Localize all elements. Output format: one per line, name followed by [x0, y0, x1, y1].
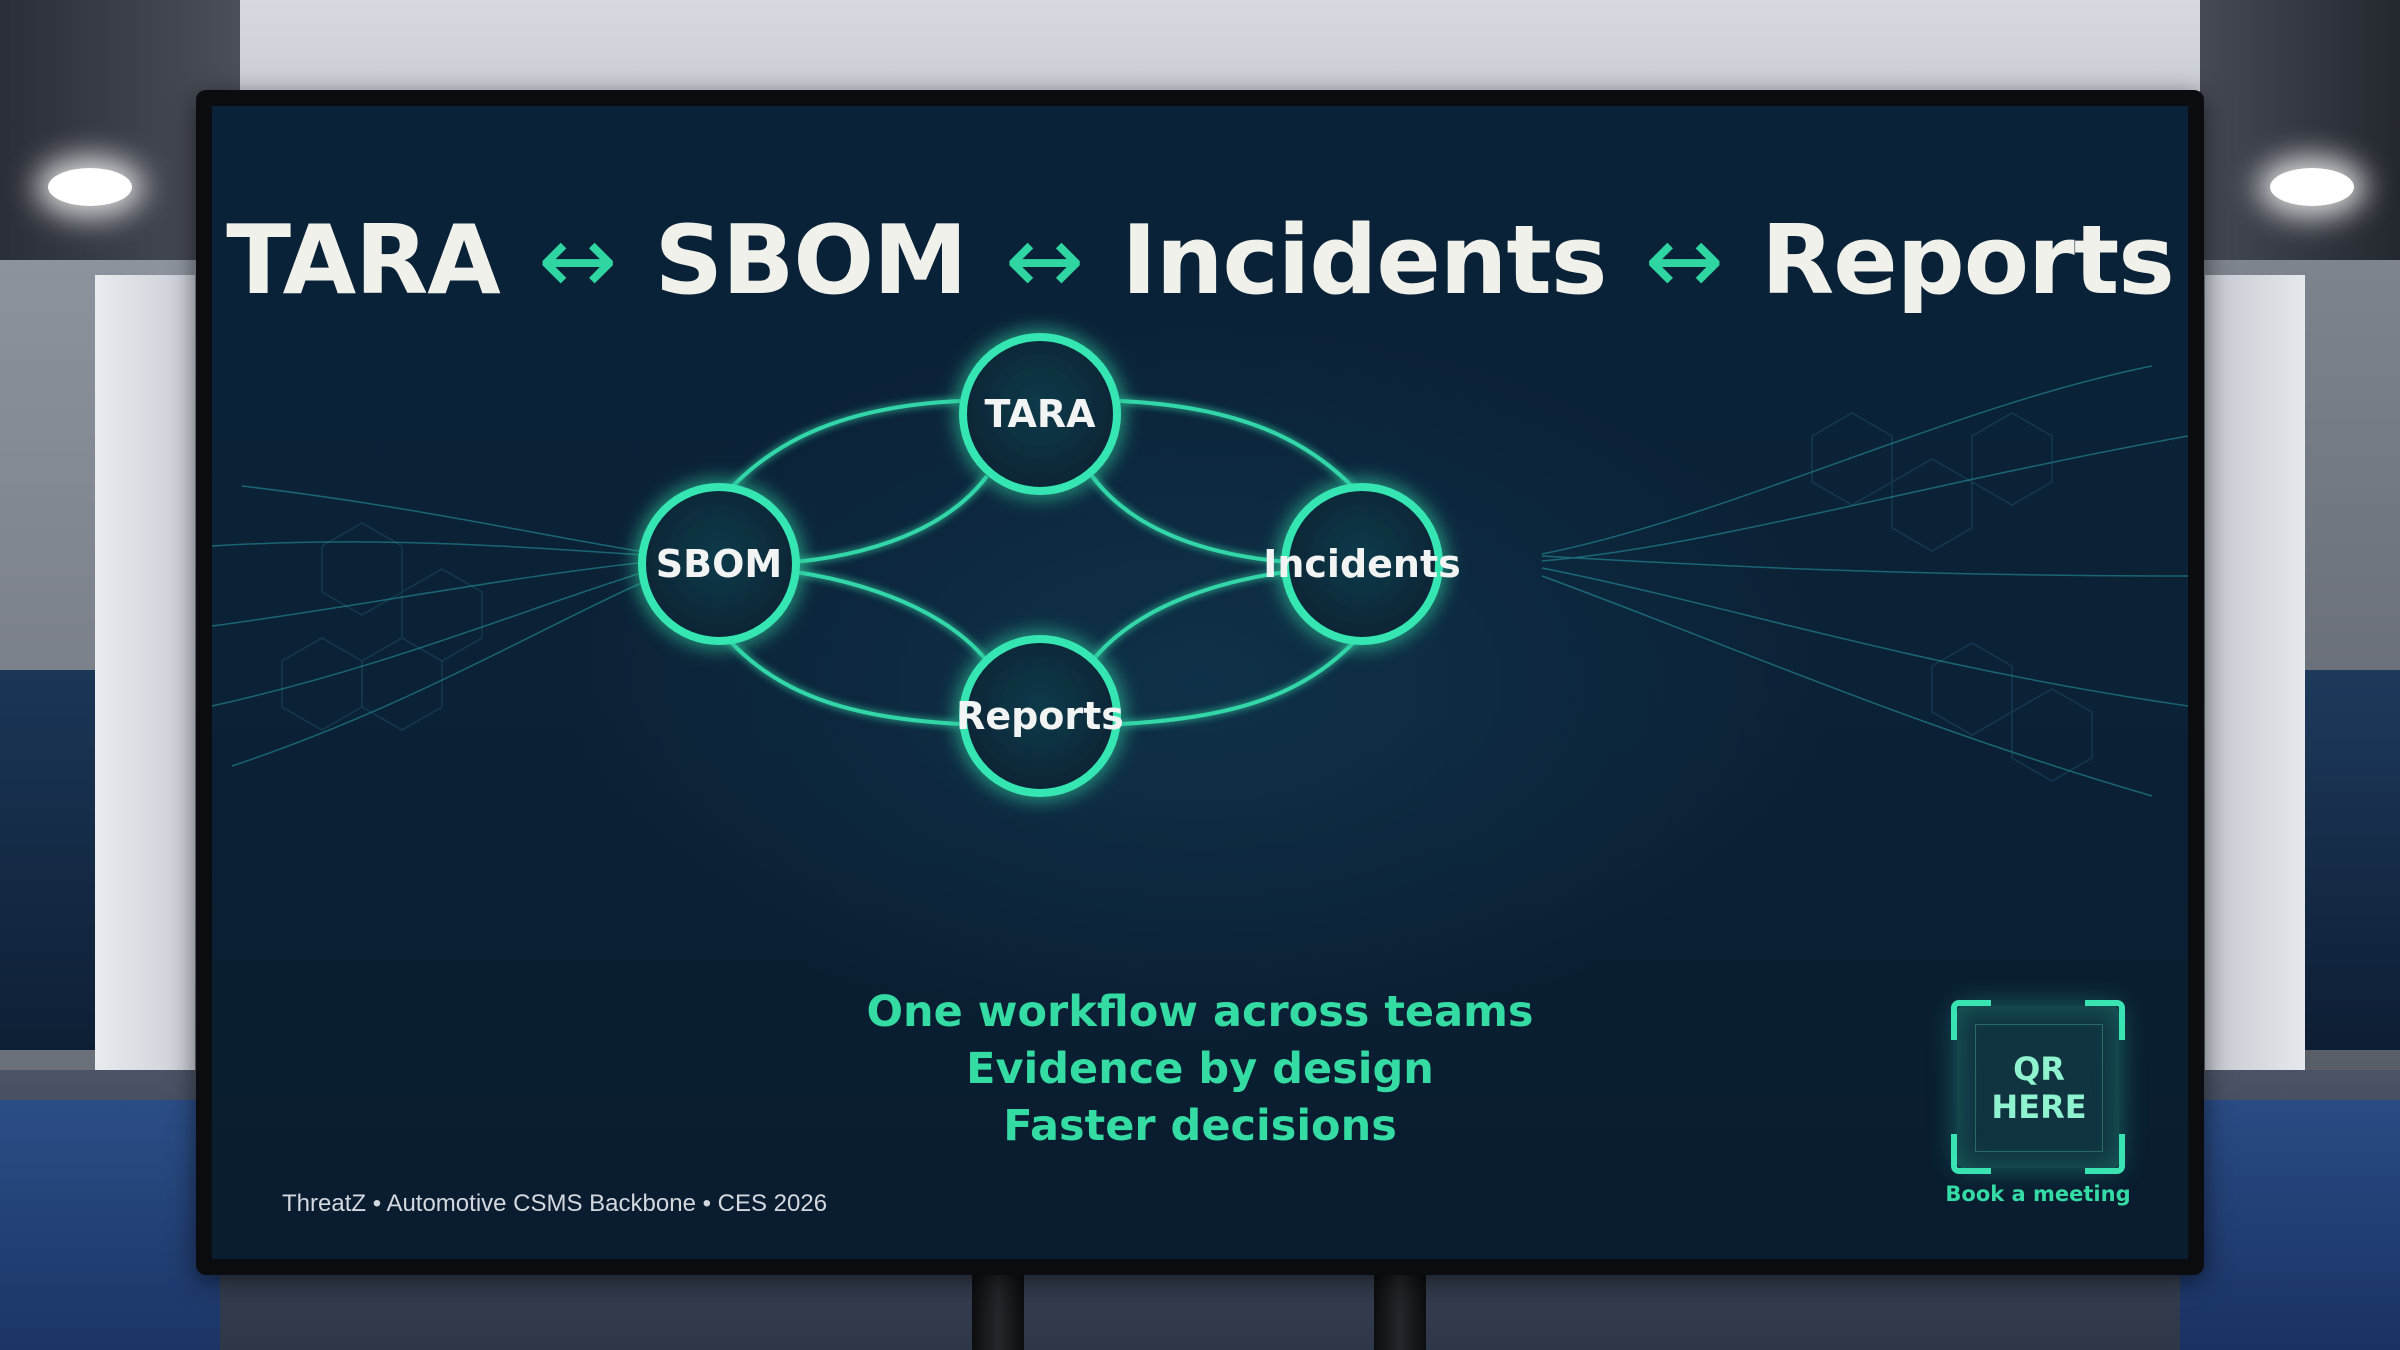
- qr-frame-corner: [1951, 1134, 1991, 1174]
- taglines: One workflow across teams Evidence by de…: [212, 984, 2188, 1155]
- monitor-stand-leg: [972, 1270, 1024, 1350]
- qr-code-placeholder[interactable]: QR HERE: [1951, 1000, 2125, 1174]
- node-reports-label: Reports: [956, 694, 1124, 738]
- bidirectional-arrow-icon: ↔: [1004, 206, 1085, 316]
- bidirectional-arrow-icon: ↔: [537, 206, 618, 316]
- display-monitor: TARA ↔ SBOM ↔ Incidents ↔ Reports TARA S…: [196, 90, 2204, 1275]
- node-incidents-circle: [1281, 483, 1443, 645]
- book-meeting-caption: Book a meeting: [1945, 1182, 2131, 1206]
- data-stream-right: [1541, 365, 2188, 797]
- qr-frame-corner: [2085, 1134, 2125, 1174]
- node-circles: [638, 333, 1443, 797]
- node-sbom-label: SBOM: [655, 542, 783, 586]
- qr-inner: QR HERE: [1975, 1024, 2103, 1152]
- node-sbom-circle: [638, 483, 800, 645]
- node-tara-circle: [959, 333, 1121, 495]
- bidirectional-arrow-icon: ↔: [1644, 206, 1724, 316]
- headline-term-incidents: Incidents: [1121, 206, 1607, 316]
- node-reports-circle: [959, 635, 1121, 797]
- qr-text-line2: HERE: [1991, 1088, 2087, 1126]
- slide-screen: TARA ↔ SBOM ↔ Incidents ↔ Reports TARA S…: [212, 106, 2188, 1259]
- footer-credit: ThreatZ • Automotive CSMS Backbone • CES…: [282, 1190, 828, 1217]
- ceiling-shadow: [2200, 0, 2400, 280]
- network-diagram: [212, 333, 2188, 797]
- headline-term-reports: Reports: [1761, 206, 2175, 316]
- qr-frame-corner: [2085, 1000, 2125, 1040]
- headline-term-sbom: SBOM: [654, 206, 968, 316]
- monitor-stand-leg: [1374, 1270, 1426, 1350]
- ceiling-light: [2270, 168, 2354, 206]
- booth-side-screen: [0, 670, 95, 1050]
- headline: TARA ↔ SBOM ↔ Incidents ↔ Reports: [212, 206, 2188, 316]
- node-incidents-label: Incidents: [1263, 542, 1461, 586]
- ceiling-light: [48, 168, 132, 206]
- tagline: Evidence by design: [966, 1044, 1434, 1094]
- headline-term-tara: TARA: [226, 206, 501, 316]
- qr-text-line1: QR: [2013, 1050, 2065, 1088]
- tagline: One workflow across teams: [866, 987, 1534, 1037]
- hex-grid-decoration: [281, 412, 2093, 782]
- qr-frame-corner: [1951, 1000, 1991, 1040]
- data-stream-left: [212, 485, 658, 767]
- booth-side-screen: [2305, 670, 2400, 1050]
- carpet: [2180, 1100, 2400, 1350]
- tagline: Faster decisions: [1003, 1101, 1397, 1151]
- node-tara-label: TARA: [984, 392, 1096, 436]
- carpet: [0, 1100, 220, 1350]
